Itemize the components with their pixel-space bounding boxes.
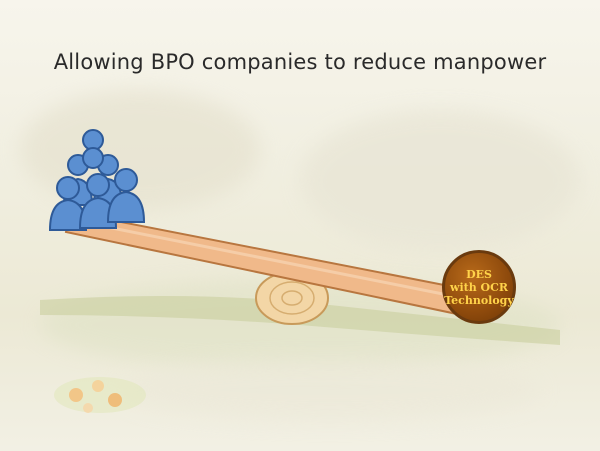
badge-text: DES with OCR Technology (444, 268, 514, 307)
badge-line-3: Technology (444, 293, 514, 307)
flowers-icon (54, 377, 146, 413)
people-group-icon (48, 129, 146, 231)
badge-line-2: with OCR (449, 280, 509, 294)
des-ocr-badge: DES with OCR Technology (442, 250, 516, 324)
slide-title: Allowing BPO companies to reduce manpowe… (53, 50, 547, 74)
badge-line-1: DES (466, 267, 492, 281)
